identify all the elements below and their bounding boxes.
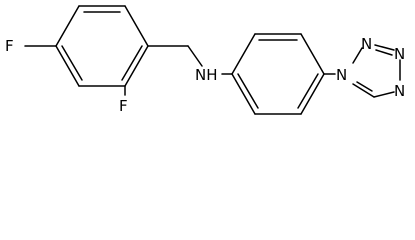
bond-inner: [297, 73, 319, 109]
molecule-canvas: F F NH N N N N: [0, 0, 415, 115]
bond: [231, 73, 256, 115]
bond-inner: [61, 45, 83, 81]
bond: [187, 45, 203, 67]
bonds: [24, 5, 401, 115]
atom-labels: F F NH N N N N: [5, 35, 405, 115]
bond-inner: [356, 81, 373, 92]
bond: [55, 45, 80, 87]
fluorine-label: F: [5, 37, 14, 55]
bond: [231, 33, 256, 75]
bond: [300, 33, 325, 75]
bond-inner: [375, 49, 393, 56]
bond: [352, 83, 375, 98]
tetrazole-n1-label: N: [336, 66, 347, 84]
amine-label: NH: [195, 66, 218, 84]
structure-diagram: F F NH N N N N: [5, 5, 405, 115]
bond-inner: [121, 45, 143, 81]
tetrazole-n2-label: N: [361, 35, 372, 53]
bond: [124, 45, 149, 87]
bond-inner: [237, 73, 259, 109]
tetrazole-n3-label: N: [394, 45, 405, 63]
tetrazole-n4-label: N: [394, 82, 405, 100]
bond: [124, 5, 149, 47]
bond: [55, 5, 80, 47]
bond: [374, 44, 395, 51]
bond: [352, 47, 363, 64]
fluorine-label: F: [119, 97, 128, 115]
bond: [300, 73, 325, 115]
bond: [373, 91, 395, 98]
